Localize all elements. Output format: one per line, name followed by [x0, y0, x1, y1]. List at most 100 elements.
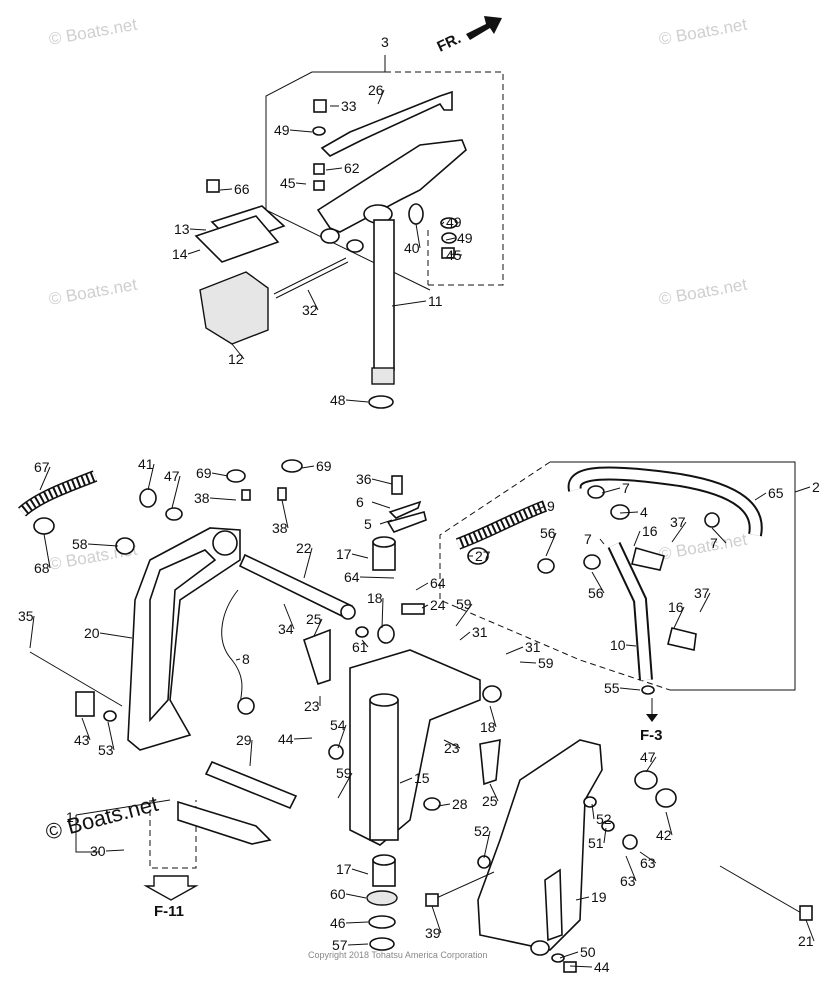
callout-38: 38 [272, 520, 288, 536]
callout-leader [87, 543, 119, 547]
callout-leader [231, 343, 245, 360]
callout-37: 37 [694, 585, 710, 601]
callout-62: 62 [344, 160, 360, 176]
callout-16: 16 [642, 523, 658, 539]
callout-26: 26 [368, 82, 384, 98]
callout-leader [639, 851, 657, 864]
callout-50: 50 [580, 944, 596, 960]
direction-arrow: FR. [435, 16, 502, 56]
callout-leader [249, 739, 253, 767]
callout-57: 57 [332, 937, 348, 953]
callout-leader [107, 721, 115, 751]
callout-leader [645, 756, 657, 773]
callout-15: 15 [414, 770, 430, 786]
callout-24: 24 [430, 597, 446, 613]
callout-5: 5 [364, 516, 372, 532]
callout-17: 17 [336, 546, 352, 562]
callout-leader [313, 618, 323, 637]
callout-59: 59 [456, 596, 472, 612]
callout-49: 49 [446, 214, 462, 230]
callout-43: 43 [74, 732, 90, 748]
callout-leader [671, 521, 687, 543]
callout-leader [437, 803, 451, 807]
callout-leader [391, 300, 427, 307]
callout-leader [603, 827, 607, 844]
callout-leader [295, 182, 307, 185]
callout-69: 69 [316, 458, 332, 474]
part-20-clamp-bracket-left [127, 527, 241, 751]
callout-10: 10 [610, 637, 626, 653]
callout-64: 64 [344, 569, 360, 585]
callout-leader [443, 739, 461, 749]
callout-leader [345, 893, 367, 899]
callout-30: 30 [90, 843, 106, 859]
callout-19: 19 [591, 889, 607, 905]
callout-leader [293, 737, 313, 740]
bushings [366, 536, 398, 951]
callout-leader [283, 603, 295, 630]
copyright-text: Copyright 2018 Tohatsu America Corporati… [308, 950, 487, 960]
callout-31: 31 [525, 639, 541, 655]
callout-31: 31 [472, 624, 488, 640]
callout-22: 22 [296, 540, 312, 556]
callout-leader [505, 646, 524, 655]
callout-11: 11 [428, 293, 443, 309]
callout-49: 49 [274, 122, 290, 138]
callout-leader [105, 849, 125, 852]
callout-49: 49 [457, 230, 473, 246]
callout-leader [673, 606, 685, 629]
callout-61: 61 [352, 639, 368, 655]
watermark-text: © Boats.net [47, 275, 138, 309]
callout-leader [337, 724, 347, 749]
callout-leader [441, 221, 445, 225]
callout-32: 32 [302, 302, 318, 318]
callout-8: 8 [242, 651, 250, 667]
callout-12: 12 [228, 351, 244, 367]
callout-66: 66 [234, 181, 250, 197]
callout-48: 48 [330, 392, 346, 408]
callout-42: 42 [656, 827, 672, 843]
callout-9: 9 [547, 498, 555, 514]
watermark-text: © Boats.net [657, 15, 748, 49]
callout-27: 27 [475, 548, 491, 564]
part-48-washer [368, 395, 394, 409]
callout-leader [449, 253, 463, 256]
callout-leader [591, 571, 605, 594]
callout-leader [371, 501, 391, 509]
callout-18: 18 [367, 590, 383, 606]
callout-leader [187, 249, 201, 255]
callout-leader [399, 777, 413, 784]
callout-leader [359, 576, 395, 579]
callout-68: 68 [34, 560, 50, 576]
callout-52: 52 [474, 823, 490, 839]
f11-arrow-icon [143, 875, 199, 901]
callout-45: 45 [280, 175, 296, 191]
callout-60: 60 [330, 886, 346, 902]
callout-leader [81, 717, 91, 741]
callout-leader [337, 772, 353, 799]
callout-56: 56 [540, 525, 556, 541]
callout-leader [619, 687, 641, 691]
callout-44: 44 [594, 959, 610, 975]
callout-7: 7 [622, 480, 630, 496]
callout-21: 21 [798, 933, 814, 949]
ref-f11-label: F-11 [154, 903, 184, 920]
callout-leader [569, 965, 593, 968]
callout-leader [421, 604, 429, 609]
callout-leader [575, 896, 590, 901]
callout-leader [754, 492, 767, 501]
callout-13: 13 [174, 221, 190, 237]
callout-leader [303, 547, 313, 579]
callout-51: 51 [588, 835, 604, 851]
top-hardware [206, 99, 458, 259]
callout-41: 41 [138, 456, 154, 472]
callout-leader [29, 615, 35, 649]
callout-leader [445, 237, 456, 241]
callout-leader [665, 811, 673, 836]
callout-leader [415, 582, 429, 591]
callout-35: 35 [18, 608, 34, 624]
callout-leader [345, 399, 369, 403]
